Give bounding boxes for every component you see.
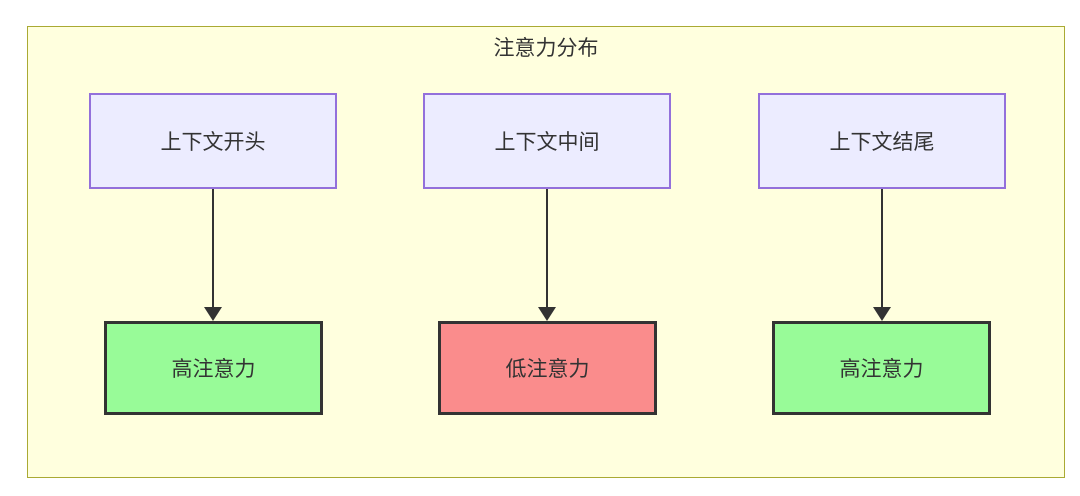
arrow-start-to-high — [204, 189, 222, 321]
node-high-attention-2: 高注意力 — [772, 321, 991, 415]
node-low-attention-label: 低注意力 — [505, 358, 590, 381]
arrow-end-to-high — [873, 189, 891, 321]
arrow-middle-to-low — [538, 189, 556, 321]
node-high-attention-1: 高注意力 — [104, 321, 323, 415]
node-context-middle: 上下文中间 — [423, 93, 671, 189]
arrow-line — [212, 189, 214, 307]
node-context-end-label: 上下文结尾 — [829, 131, 935, 154]
arrowhead-icon — [873, 307, 891, 321]
arrowhead-icon — [204, 307, 222, 321]
node-context-middle-label: 上下文中间 — [494, 131, 600, 154]
diagram-title: 注意力分布 — [493, 37, 599, 60]
node-low-attention: 低注意力 — [438, 321, 657, 415]
node-high-attention-2-label: 高注意力 — [839, 358, 924, 381]
arrow-line — [546, 189, 548, 307]
node-context-end: 上下文结尾 — [758, 93, 1006, 189]
arrow-line — [881, 189, 883, 307]
node-context-start-label: 上下文开头 — [160, 131, 266, 154]
node-context-start: 上下文开头 — [89, 93, 337, 189]
arrowhead-icon — [538, 307, 556, 321]
node-high-attention-1-label: 高注意力 — [171, 358, 256, 381]
